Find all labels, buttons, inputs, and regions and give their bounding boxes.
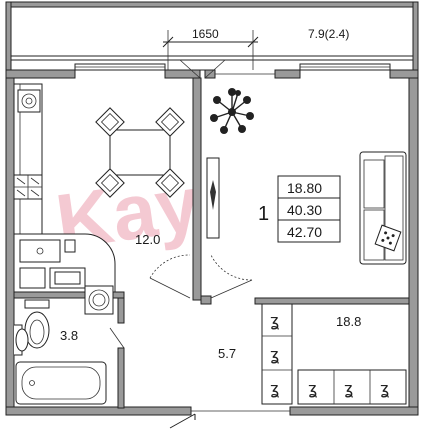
kitchen-area-label: 12.0	[135, 232, 160, 247]
balcony-dimension-label: 1650	[192, 27, 219, 41]
area-total-with-balcony: 42.70	[287, 224, 322, 240]
room-count-label: 1	[258, 203, 269, 225]
svg-text:ʓ: ʓ	[270, 345, 279, 364]
balcony	[5, 1, 419, 73]
svg-text:ʓ: ʓ	[270, 379, 279, 398]
balcony-area-label: 7.9(2.4)	[308, 27, 349, 41]
outer-walls	[5, 69, 419, 429]
kitchen-sink-counter	[13, 233, 116, 293]
areas-table	[277, 175, 341, 243]
bathroom-fixtures	[14, 285, 114, 405]
area-total: 40.30	[287, 202, 322, 218]
tv-stand	[206, 157, 220, 239]
door-swings	[109, 59, 253, 349]
svg-text:ʓ: ʓ	[308, 379, 317, 398]
hanger-icon: ʓ ʓ ʓ ʓ ʓ ʓ	[270, 311, 389, 398]
svg-text:ʓ: ʓ	[344, 379, 353, 398]
dimension-line	[162, 30, 259, 70]
hall-area-label: 5.7	[218, 346, 236, 361]
bathroom-area-label: 3.8	[60, 328, 78, 343]
area-living-total: 18.80	[287, 180, 322, 196]
wardrobe	[261, 303, 407, 405]
kitchen-counter	[13, 83, 43, 235]
interior-walls	[13, 77, 410, 409]
living-area-label: 18.8	[336, 314, 361, 329]
svg-text:ʓ: ʓ	[380, 379, 389, 398]
plant-icon	[210, 88, 254, 134]
sofa	[359, 151, 407, 265]
dining-table	[95, 107, 185, 198]
svg-text:ʓ: ʓ	[270, 311, 279, 330]
